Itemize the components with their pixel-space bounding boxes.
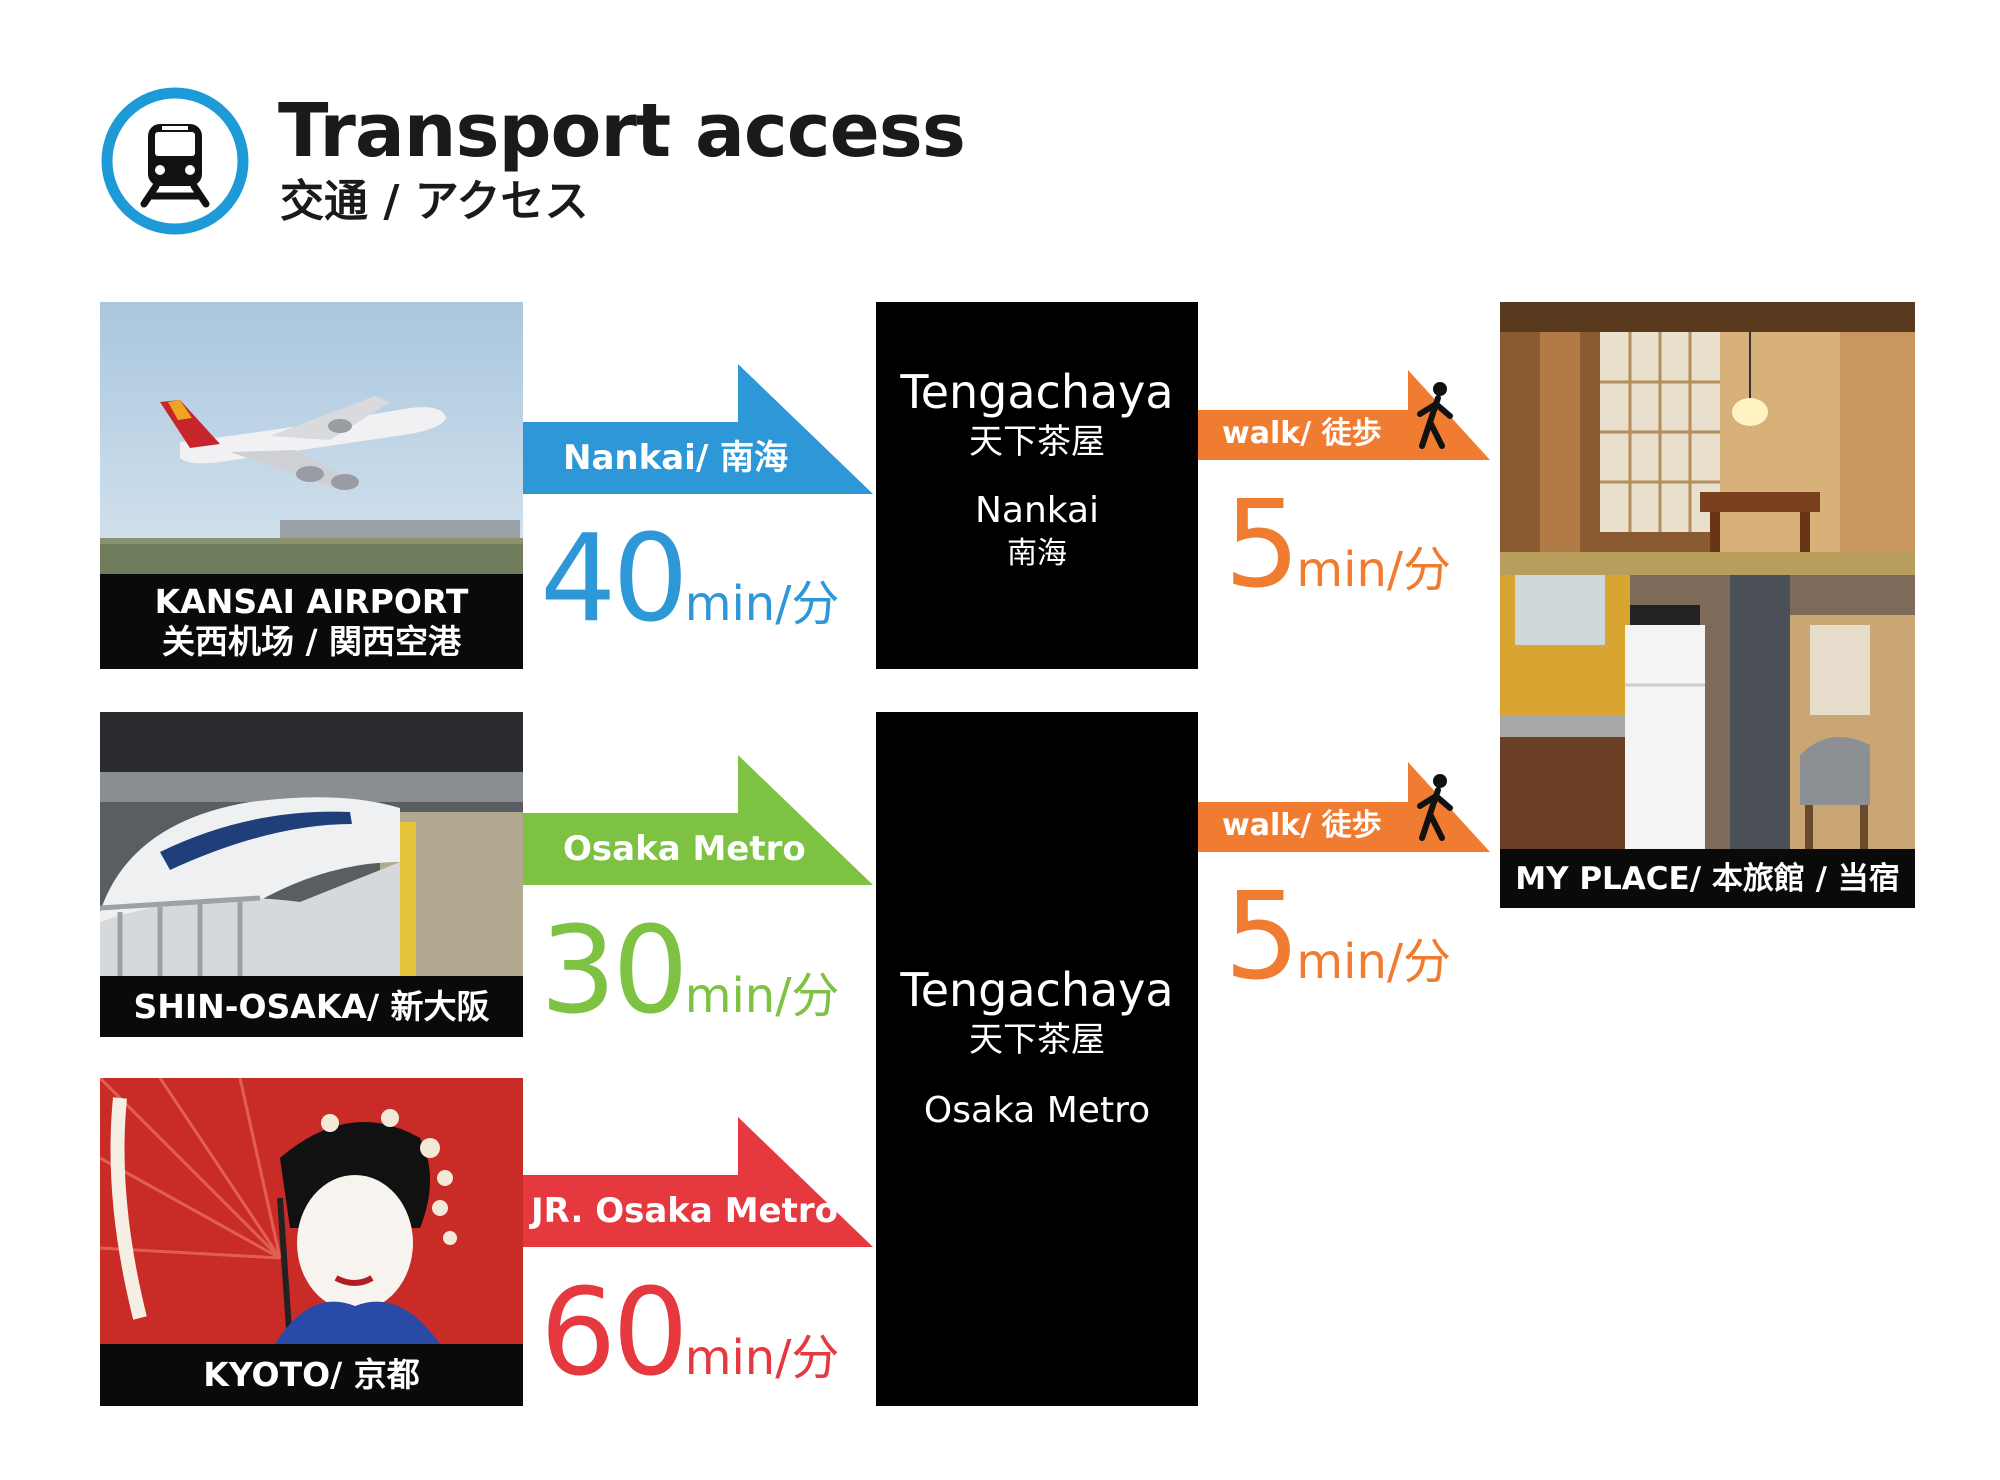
shinkansen-photo — [100, 712, 523, 976]
origin-caption-kyoto: KYOTO/ 京都 — [100, 1344, 523, 1406]
route-arrow-nankai: Nankai/ 南海 — [523, 364, 873, 494]
airplane-photo — [100, 302, 523, 574]
destination-card: MY PLACE/ 本旅館 / 当宿 — [1500, 302, 1915, 908]
walk-label: walk/ 徒歩 — [1222, 416, 1382, 451]
origin-card-kyoto: KYOTO/ 京都 — [100, 1078, 523, 1406]
station-line: Nankai — [974, 490, 1100, 531]
station-name: Tengachaya — [900, 963, 1174, 1017]
station-line-jp: 南海 — [1007, 536, 1067, 571]
origin-caption-line1: KANSAI AIRPORT — [154, 582, 469, 621]
station-name-jp: 天下茶屋 — [969, 422, 1105, 462]
walk-arrow-1: walk/ 徒歩 — [1198, 370, 1490, 460]
page-title: Transport access — [278, 88, 966, 174]
origin-caption-line2: 关西机场 / 関西空港 — [161, 622, 462, 661]
origin-card-shin-osaka: SHIN-OSAKA/ 新大阪 — [100, 712, 523, 1037]
route-arrow-osaka-metro: Osaka Metro — [523, 755, 873, 885]
route-duration-jr: 60min/分 — [540, 1274, 839, 1394]
walk-duration-1: 5min/分 — [1224, 486, 1451, 606]
duration-number: 60 — [540, 1264, 689, 1403]
duration-number: 5 — [1224, 868, 1300, 1007]
kitchen-photo — [1500, 575, 1915, 849]
duration-unit: min/分 — [1296, 542, 1452, 598]
geisha-photo — [100, 1078, 523, 1344]
route-label-nankai: Nankai/ 南海 — [563, 438, 789, 478]
route-label-osaka-metro: Osaka Metro — [563, 829, 806, 869]
walk-duration-2: 5min/分 — [1224, 878, 1451, 998]
duration-number: 5 — [1224, 476, 1300, 615]
walking-person-icon — [1417, 774, 1453, 841]
duration-unit: min/分 — [684, 968, 840, 1024]
station-line: Osaka Metro — [923, 1090, 1151, 1131]
origin-caption-shin-osaka: SHIN-OSAKA/ 新大阪 — [100, 976, 523, 1037]
duration-unit: min/分 — [684, 1330, 840, 1386]
route-arrow-jr: JR. Osaka Metro — [523, 1117, 873, 1247]
origin-card-kansai: KANSAI AIRPORT 关西机场 / 関西空港 — [100, 302, 523, 669]
duration-number: 30 — [540, 902, 689, 1041]
walking-person-icon — [1417, 382, 1453, 449]
route-duration-osaka-metro: 30min/分 — [540, 912, 839, 1032]
station-box-nankai: Tengachaya 天下茶屋 Nankai 南海 — [876, 302, 1198, 669]
train-icon — [100, 86, 250, 236]
tatami-room-photo — [1500, 302, 1915, 575]
duration-number: 40 — [540, 510, 689, 649]
walk-label: walk/ 徒歩 — [1222, 808, 1382, 843]
origin-caption-kansai: KANSAI AIRPORT 关西机场 / 関西空港 — [100, 574, 523, 669]
route-label-jr: JR. Osaka Metro — [531, 1191, 838, 1231]
walk-arrow-2: walk/ 徒歩 — [1198, 762, 1490, 852]
station-name: Tengachaya — [900, 365, 1174, 419]
station-box-osaka-metro: Tengachaya 天下茶屋 Osaka Metro — [876, 712, 1198, 1406]
station-name-jp: 天下茶屋 — [969, 1020, 1105, 1060]
duration-unit: min/分 — [1296, 934, 1452, 990]
destination-caption: MY PLACE/ 本旅館 / 当宿 — [1500, 849, 1915, 908]
page-subtitle: 交通 / アクセス — [280, 176, 589, 227]
route-duration-nankai: 40min/分 — [540, 520, 839, 640]
duration-unit: min/分 — [684, 576, 840, 632]
